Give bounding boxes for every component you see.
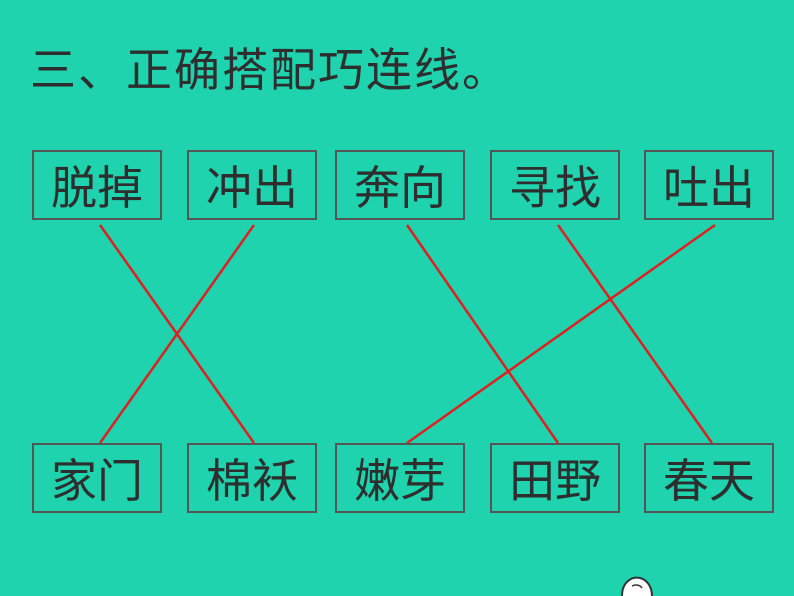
exercise-title: 三、正确搭配巧连线。: [30, 43, 510, 97]
top-word-box[interactable]: 脱掉: [32, 150, 162, 220]
bottom-word-box[interactable]: 春天: [644, 443, 774, 513]
cartoon-decoration-icon: [621, 576, 653, 596]
top-word-box[interactable]: 寻找: [490, 150, 620, 220]
bottom-word-box[interactable]: 田野: [490, 443, 620, 513]
bottom-word-box[interactable]: 棉袄: [187, 443, 317, 513]
match-line: [98, 224, 256, 444]
bottom-word-box[interactable]: 嫩芽: [335, 443, 465, 513]
top-word-box[interactable]: 吐出: [644, 150, 774, 220]
bottom-word-box[interactable]: 家门: [32, 443, 162, 513]
match-line: [405, 224, 560, 444]
match-line: [406, 223, 716, 445]
top-word-box[interactable]: 奔向: [335, 150, 465, 220]
top-word-box[interactable]: 冲出: [187, 150, 317, 220]
match-line: [556, 224, 714, 444]
